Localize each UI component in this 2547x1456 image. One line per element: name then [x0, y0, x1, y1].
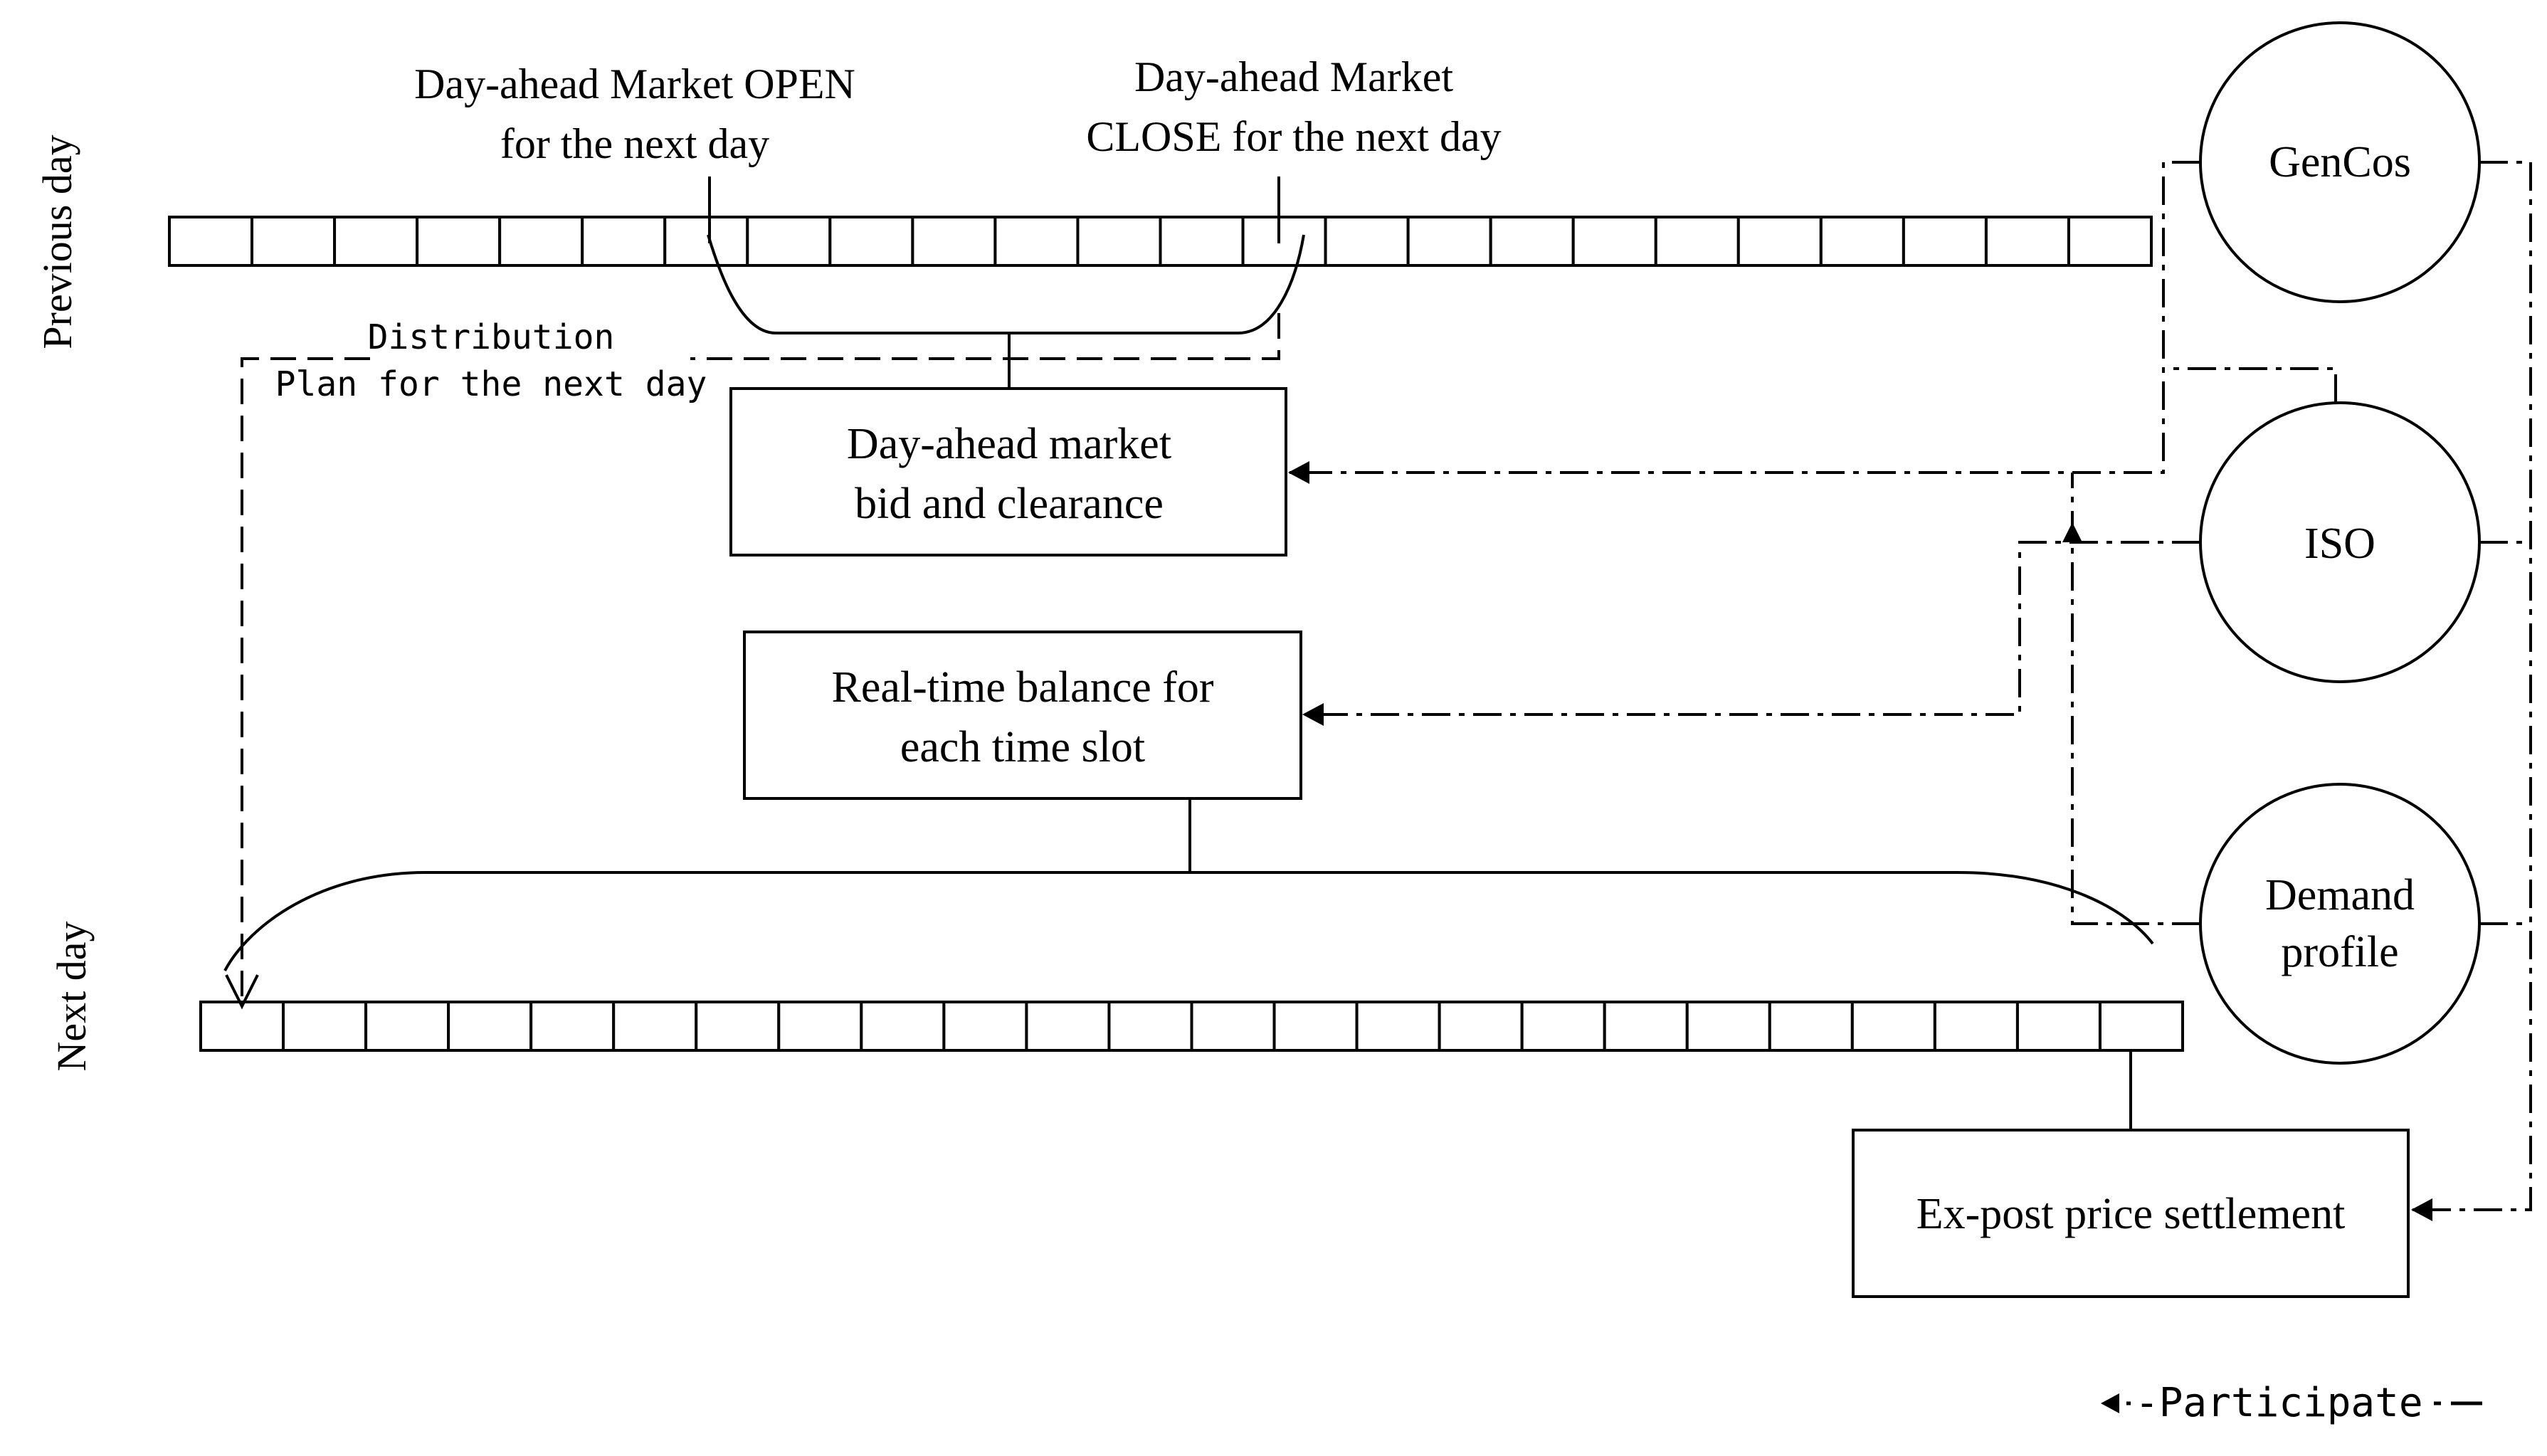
realtime-balance-box — [743, 631, 1302, 800]
rt-arrowhead — [1302, 703, 1324, 726]
dam-box-line1: Day-ahead market — [847, 420, 1171, 468]
previous-day-slot — [1406, 216, 1492, 267]
next-day-slot — [282, 1001, 368, 1052]
dam-arrowhead — [1288, 461, 1309, 484]
previous-day-slot — [1571, 216, 1657, 267]
previous-day-slot — [1489, 216, 1575, 267]
gencos-to-dam-link — [1290, 161, 2200, 474]
dam-open-label-line1: Day-ahead Market OPEN — [414, 60, 855, 107]
previous-day-timeline — [168, 216, 2153, 267]
next-day-slot — [1685, 1001, 1771, 1052]
previous-day-slot — [1076, 216, 1162, 267]
next-day-slot — [2015, 1001, 2102, 1052]
previous-day-slot — [2067, 216, 2153, 267]
next-day-slot — [1025, 1001, 1111, 1052]
distribution-label-line1: Distribution — [368, 317, 615, 357]
next-day-slot — [777, 1001, 863, 1052]
previous-day-slot — [1654, 216, 1740, 267]
previous-day-slot — [1736, 216, 1823, 267]
next-day-slot — [1520, 1001, 1606, 1052]
next-day-slot — [364, 1001, 450, 1052]
rt-box-line1: Real-time balance for — [831, 663, 1213, 712]
demand-label-line2: profile — [2281, 928, 2398, 976]
previous-day-slot — [828, 216, 914, 267]
next-day-slot — [1355, 1001, 1441, 1052]
iso-label: ISO — [2304, 519, 2375, 568]
next-day-slot — [529, 1001, 616, 1052]
next-day-slot — [1107, 1001, 1193, 1052]
previous-day-slot — [416, 216, 502, 267]
dam-open-label-line2: for the next day — [500, 120, 769, 167]
demand-up-arrowhead — [2062, 522, 2082, 542]
previous-day-slot — [1241, 216, 1327, 267]
dam-window-brace — [707, 234, 1305, 334]
next-day-slot — [1850, 1001, 1936, 1052]
next-day-label: Next day — [48, 922, 95, 1072]
previous-day-slot — [581, 216, 667, 267]
next-day-slot — [942, 1001, 1028, 1052]
previous-day-label: Previous day — [34, 134, 80, 349]
previous-day-slot — [1902, 216, 1988, 267]
next-day-timeline — [199, 1001, 2184, 1052]
legend-participate-label: -Participate — [2135, 1380, 2423, 1426]
next-day-slot — [199, 1001, 285, 1052]
rt-box-line2: each time slot — [900, 723, 1145, 771]
next-day-slot — [1768, 1001, 1854, 1052]
previous-day-slot — [993, 216, 1080, 267]
previous-day-slot — [251, 216, 337, 267]
dam-box-line2: bid and clearance — [855, 480, 1164, 528]
next-day-slot — [612, 1001, 698, 1052]
iso-to-dam-link — [2163, 367, 2337, 403]
distribution-plan-arrow — [241, 313, 1280, 1002]
legend-arrowhead — [2101, 1393, 2119, 1413]
dam-close-label-line2: CLOSE for the next day — [1086, 113, 1501, 160]
next-day-slot — [1272, 1001, 1359, 1052]
previous-day-slot — [746, 216, 832, 267]
previous-day-slot — [333, 216, 419, 267]
next-day-slot — [860, 1001, 946, 1052]
next-day-slot — [2098, 1001, 2184, 1052]
next-day-brace — [223, 871, 2154, 971]
next-day-slot — [1438, 1001, 1524, 1052]
demand-profile-circle — [2199, 783, 2481, 1065]
expost-box-label: Ex-post price settlement — [1916, 1190, 2346, 1238]
previous-day-slot — [498, 216, 584, 267]
previous-day-slot — [663, 216, 749, 267]
distribution-arrowhead — [225, 974, 259, 1010]
distribution-label-line2: Plan for the next day — [275, 364, 707, 404]
previous-day-slot — [911, 216, 997, 267]
previous-day-slot — [1819, 216, 1905, 267]
gencos-label: GenCos — [2269, 138, 2411, 186]
expost-settlement-box — [1852, 1129, 2410, 1298]
demand-label-line1: Demand — [2265, 871, 2415, 919]
next-day-slot — [1603, 1001, 1689, 1052]
demand-to-markets-link — [2071, 473, 2200, 925]
legend: -Participate — [2101, 1380, 2482, 1426]
previous-day-slot — [1159, 216, 1245, 267]
dam-close-label-line1: Day-ahead Market — [1134, 53, 1453, 100]
iso-to-rt-link — [1304, 541, 2200, 716]
next-day-slot — [695, 1001, 781, 1052]
expost-arrowhead — [2411, 1198, 2432, 1221]
previous-day-slot — [168, 216, 254, 267]
previous-day-slot — [1324, 216, 1410, 267]
next-day-slot — [1190, 1001, 1276, 1052]
next-day-slot — [1933, 1001, 2019, 1052]
dam-bid-clearance-box — [729, 387, 1287, 556]
participants-to-expost-link — [2412, 161, 2532, 1211]
next-day-slot — [447, 1001, 533, 1052]
previous-day-slot — [1984, 216, 2070, 267]
